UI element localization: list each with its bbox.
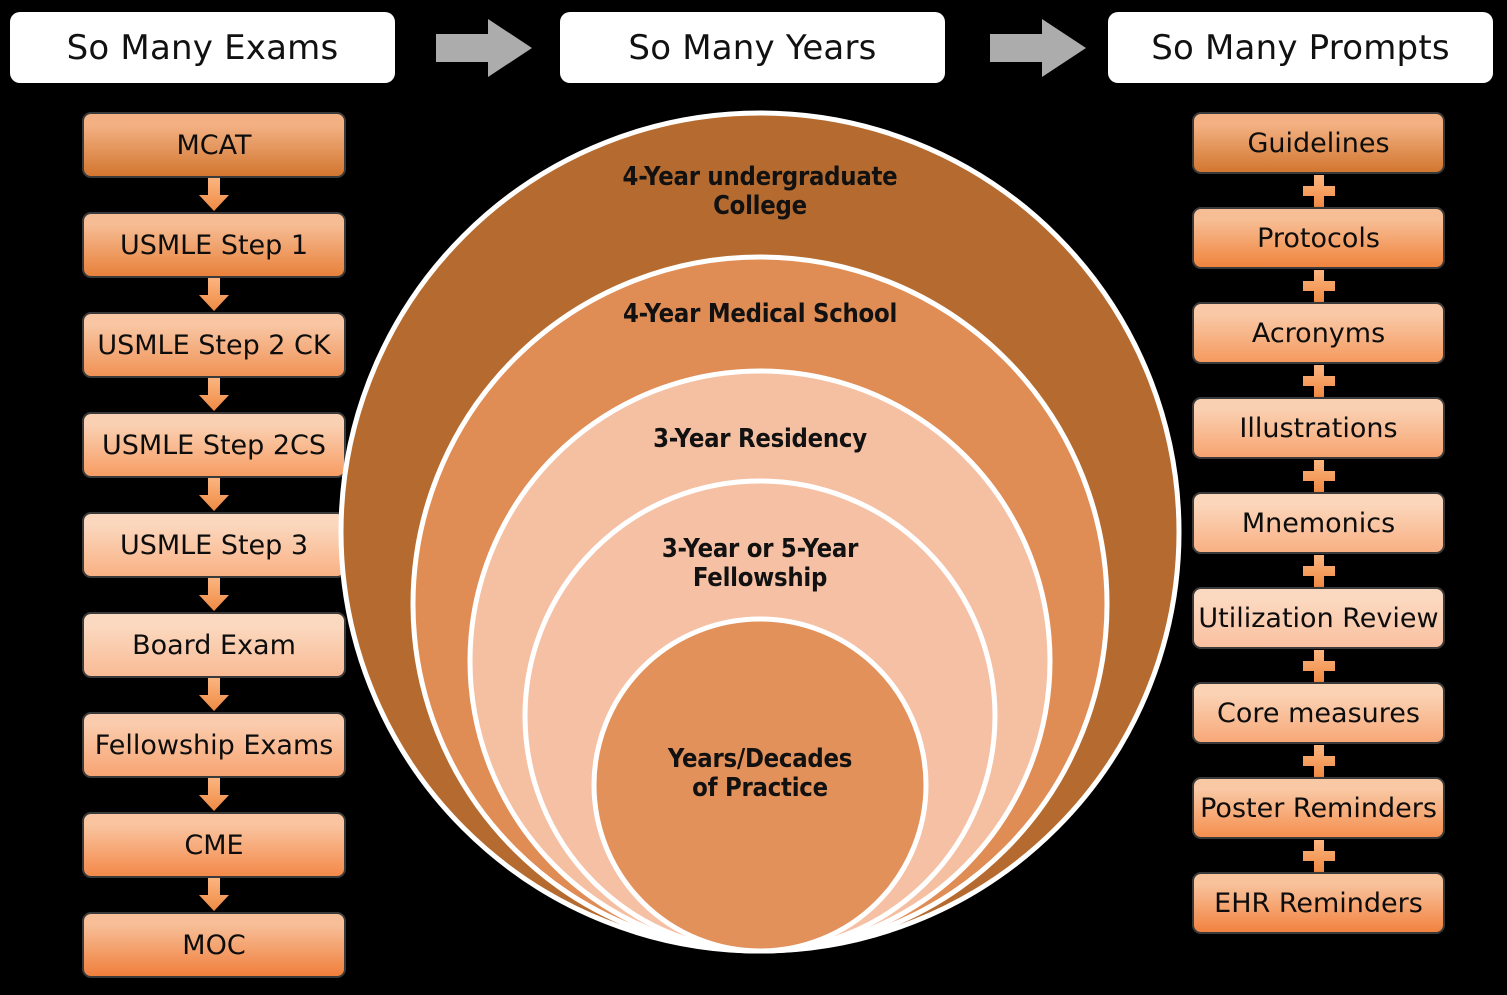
plus-icon: [1302, 269, 1335, 302]
prompt-connector-plus: [1302, 174, 1335, 207]
exam-box[interactable]: MOC: [82, 912, 346, 978]
down-arrow-icon: [199, 778, 229, 811]
plus-icon: [1302, 459, 1335, 492]
prompt-box[interactable]: EHR Reminders: [1192, 872, 1445, 934]
right-arrow-icon: [990, 19, 1086, 77]
plus-icon: [1302, 649, 1335, 682]
prompt-connector-plus: [1302, 839, 1335, 872]
exam-label: CME: [184, 829, 244, 861]
header-label-years: So Many Years: [628, 27, 877, 68]
exam-connector-down-arrow: [197, 878, 231, 912]
prompt-connector-plus: [1302, 649, 1335, 682]
prompt-box[interactable]: Mnemonics: [1192, 492, 1445, 554]
exam-box[interactable]: MCAT: [82, 112, 346, 178]
header-banner-prompts: So Many Prompts: [1108, 12, 1493, 83]
header-label-prompts: So Many Prompts: [1151, 27, 1450, 68]
prompt-box[interactable]: Poster Reminders: [1192, 777, 1445, 839]
prompt-connector-plus: [1302, 459, 1335, 492]
prompt-connector-plus: [1302, 364, 1335, 397]
down-arrow-icon: [199, 578, 229, 611]
ring-label-2: 4-Year Medical School: [622, 299, 898, 329]
prompt-box[interactable]: Utilization Review: [1192, 587, 1445, 649]
plus-icon: [1302, 839, 1335, 872]
prompt-label: Protocols: [1257, 222, 1380, 254]
prompt-box[interactable]: Illustrations: [1192, 397, 1445, 459]
prompt-box[interactable]: Core measures: [1192, 682, 1445, 744]
down-arrow-icon: [199, 178, 229, 211]
right-arrow-icon: [436, 19, 532, 77]
exam-box[interactable]: USMLE Step 3: [82, 512, 346, 578]
down-arrow-icon: [199, 278, 229, 311]
exam-connector-down-arrow: [197, 678, 231, 712]
exam-label: USMLE Step 1: [119, 229, 309, 261]
exam-connector-down-arrow: [197, 478, 231, 512]
exam-label: Fellowship Exams: [94, 729, 334, 761]
down-arrow-icon: [199, 878, 229, 911]
prompt-connector-plus: [1302, 269, 1335, 302]
prompt-label: Illustrations: [1239, 412, 1398, 444]
plus-icon: [1302, 364, 1335, 397]
exam-label: MOC: [182, 929, 246, 961]
down-arrow-icon: [199, 678, 229, 711]
plus-icon: [1302, 554, 1335, 587]
prompt-label: Acronyms: [1251, 317, 1386, 349]
plus-icon: [1302, 174, 1335, 207]
prompt-box[interactable]: Protocols: [1192, 207, 1445, 269]
ring-label-3: 3-Year Residency: [653, 424, 867, 454]
prompt-label: Core measures: [1217, 697, 1420, 729]
exam-box[interactable]: USMLE Step 1: [82, 212, 346, 278]
exam-label: USMLE Step 3: [119, 529, 309, 561]
header-banner-years: So Many Years: [560, 12, 945, 83]
exam-connector-down-arrow: [197, 578, 231, 612]
exam-label: Board Exam: [132, 629, 296, 661]
prompt-label: Utilization Review: [1198, 602, 1439, 634]
exam-label: USMLE Step 2 CK: [97, 329, 331, 361]
prompt-connector-plus: [1302, 554, 1335, 587]
prompt-label: Mnemonics: [1241, 507, 1396, 539]
exam-box[interactable]: USMLE Step 2CS: [82, 412, 346, 478]
exam-label: MCAT: [176, 129, 252, 161]
exam-box[interactable]: Fellowship Exams: [82, 712, 346, 778]
ring-label-1: 4-Year undergraduate College: [622, 162, 898, 222]
prompt-label: Guidelines: [1247, 127, 1390, 159]
down-arrow-icon: [199, 478, 229, 511]
ring-label-5: Years/Decades of Practice: [667, 744, 853, 804]
prompt-box[interactable]: Guidelines: [1192, 112, 1445, 174]
exam-label: USMLE Step 2CS: [101, 429, 327, 461]
down-arrow-icon: [199, 378, 229, 411]
prompt-label: Poster Reminders: [1200, 792, 1437, 824]
exam-box[interactable]: USMLE Step 2 CK: [82, 312, 346, 378]
header-banner-exams: So Many Exams: [10, 12, 395, 83]
prompt-label: EHR Reminders: [1214, 887, 1423, 919]
plus-icon: [1302, 744, 1335, 777]
ring-label-4: 3-Year or 5-Year Fellowship: [661, 534, 859, 594]
exam-connector-down-arrow: [197, 778, 231, 812]
exam-box[interactable]: CME: [82, 812, 346, 878]
prompt-box[interactable]: Acronyms: [1192, 302, 1445, 364]
exam-connector-down-arrow: [197, 278, 231, 312]
exam-connector-down-arrow: [197, 378, 231, 412]
prompt-connector-plus: [1302, 744, 1335, 777]
exam-connector-down-arrow: [197, 178, 231, 212]
ring-circle-5: [591, 616, 929, 954]
exam-box[interactable]: Board Exam: [82, 612, 346, 678]
header-label-exams: So Many Exams: [66, 27, 339, 68]
